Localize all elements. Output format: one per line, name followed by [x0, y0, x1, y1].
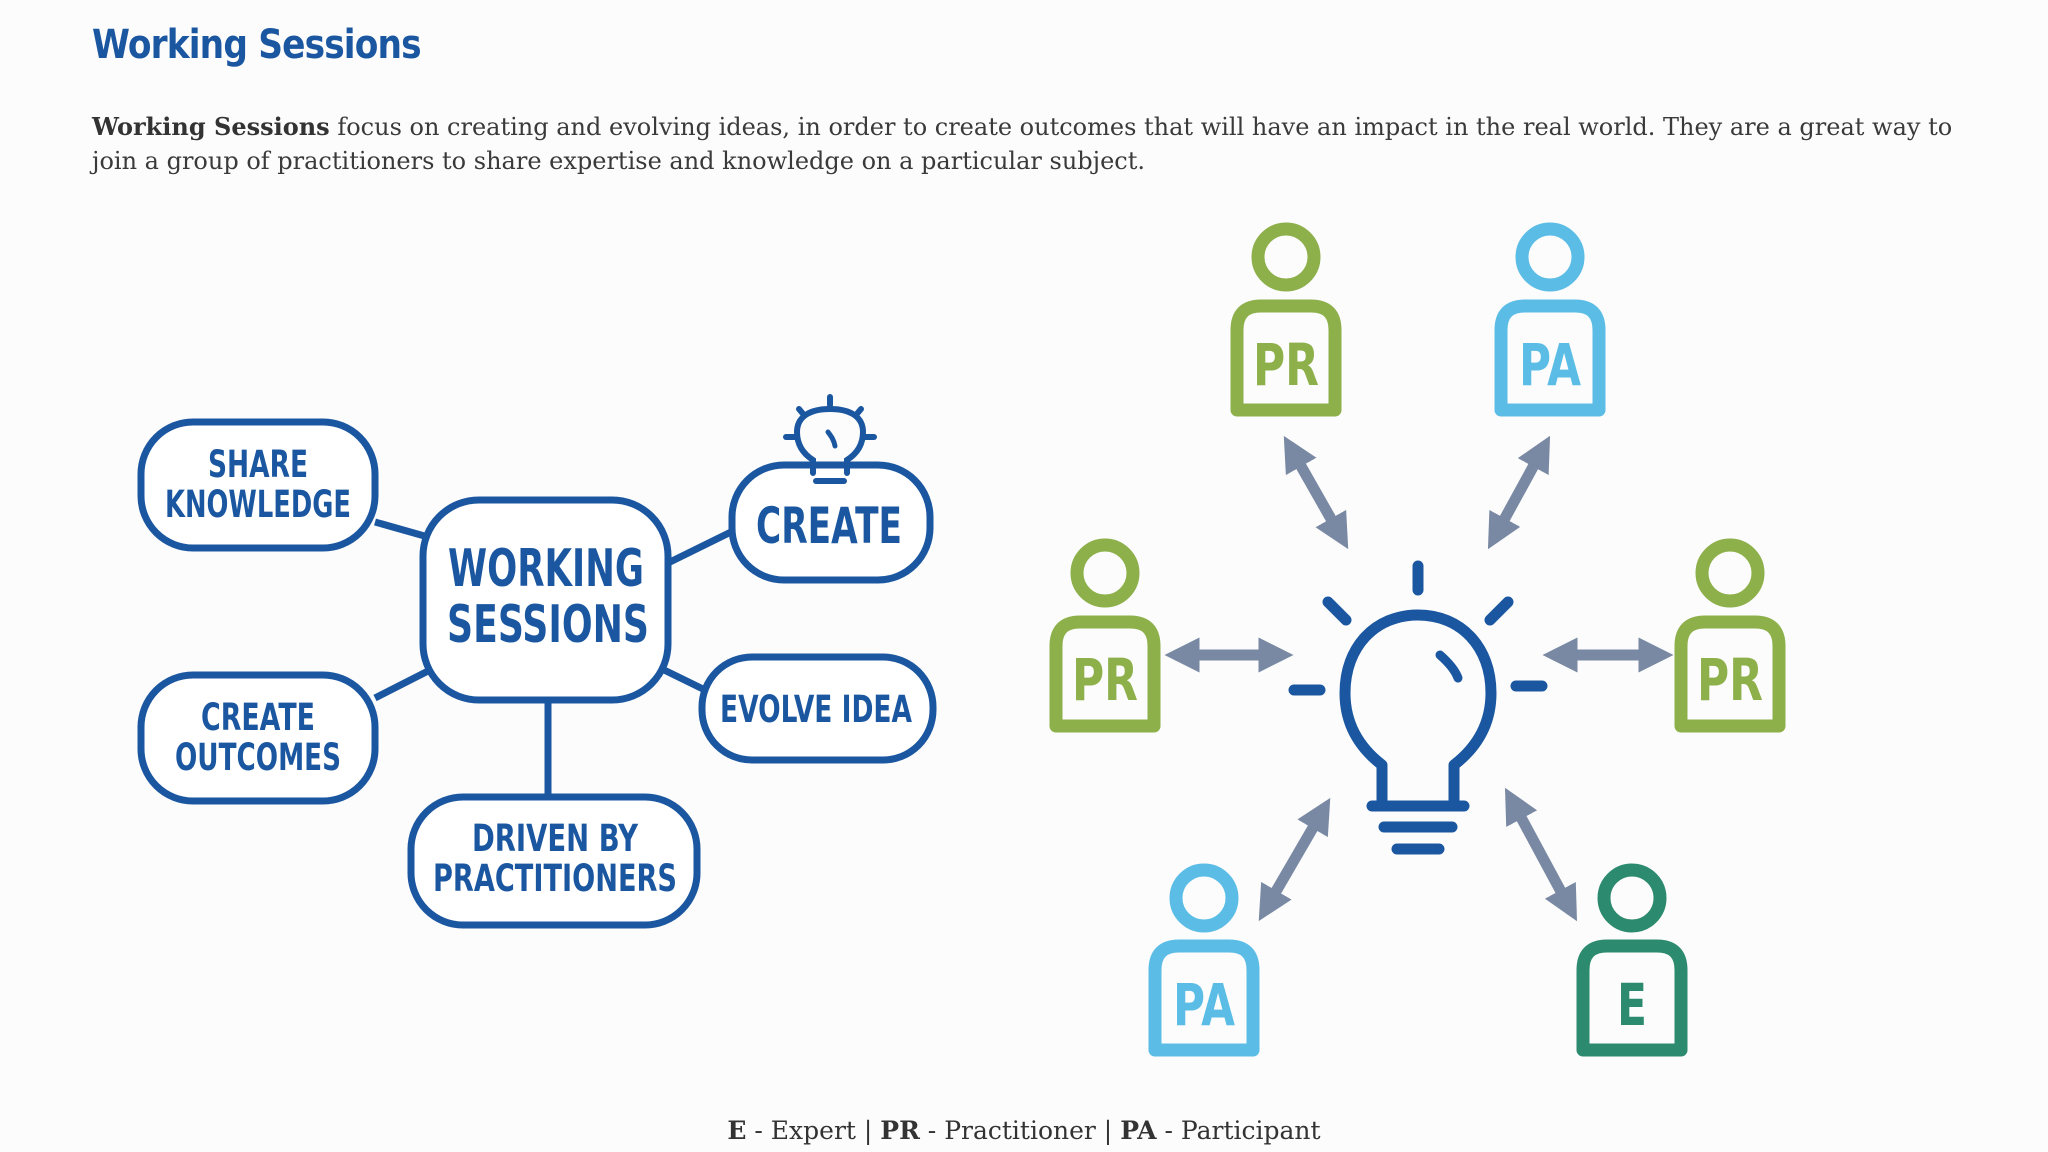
driven-by-line-2: PRACTITIONERS	[433, 857, 677, 900]
role-label-bottom-right: E	[1617, 971, 1647, 1039]
arrow-bottom-left	[1258, 797, 1331, 922]
arrow-top-right	[1487, 435, 1551, 550]
person-icon-expert: E	[1576, 863, 1688, 1057]
person-icon-practitioner-right: PR	[1674, 538, 1786, 733]
node-evolve-idea: EVOLVE IDEA	[698, 653, 937, 764]
share-knowledge-line-1: SHARE	[208, 443, 308, 486]
mind-map-center-node: WORKING SESSIONS	[419, 496, 672, 704]
evolve-idea-label: EVOLVE IDEA	[720, 688, 912, 731]
role-label-right: PR	[1697, 646, 1763, 714]
arrow-top-left	[1283, 435, 1349, 550]
center-label-line-2: SESSIONS	[447, 595, 649, 655]
driven-by-line-1: DRIVEN BY	[472, 817, 639, 860]
role-label-left: PR	[1072, 646, 1138, 714]
arrow-bottom-right	[1504, 787, 1578, 922]
person-icon-participant-top: PA	[1494, 222, 1606, 417]
mind-map-connectors	[373, 518, 737, 797]
person-icon-practitioner-top: PR	[1230, 222, 1342, 417]
connection-arrows	[1164, 435, 1674, 922]
person-icon-participant-bottom: PA	[1148, 863, 1260, 1057]
legend-practitioner-abbr: PR	[880, 1116, 920, 1145]
role-label-top-right: PA	[1519, 331, 1581, 399]
mind-map: WORKING SESSIONS SHARE KNOWLEDGE CREATE	[137, 394, 937, 929]
create-outcomes-line-1: CREATE	[201, 696, 315, 739]
collaboration-network: PR PA PR PR PA E	[1049, 222, 1786, 1057]
node-driven-by-practitioners: DRIVEN BY PRACTITIONERS	[407, 793, 701, 929]
legend-expert-abbr: E	[727, 1116, 747, 1145]
role-label-bottom-left: PA	[1173, 971, 1235, 1039]
center-label-line-1: WORKING	[448, 539, 644, 599]
legend-expert-text: - Expert |	[746, 1116, 881, 1145]
intro-text: focus on creating and evolving ideas, in…	[92, 113, 1953, 175]
role-legend: E - Expert | PR - Practitioner | PA - Pa…	[0, 1116, 2048, 1145]
intro-bold-term: Working Sessions	[92, 112, 330, 141]
share-knowledge-line-2: KNOWLEDGE	[165, 483, 351, 526]
node-create-outcomes: CREATE OUTCOMES	[137, 671, 379, 805]
create-outcomes-line-2: OUTCOMES	[175, 736, 341, 779]
node-create: CREATE	[728, 394, 934, 584]
person-icon-practitioner-left: PR	[1049, 538, 1161, 733]
legend-participant-abbr: PA	[1120, 1116, 1157, 1145]
page-title: Working Sessions	[92, 22, 422, 68]
intro-paragraph: Working Sessions focus on creating and e…	[92, 110, 1992, 178]
lightbulb-icon	[1288, 560, 1548, 855]
legend-participant-text: - Participant	[1156, 1116, 1321, 1145]
small-lightbulb-icon	[783, 394, 877, 484]
node-share-knowledge: SHARE KNOWLEDGE	[137, 418, 379, 552]
role-label-top-left: PR	[1253, 331, 1319, 399]
legend-practitioner-text: - Practitioner |	[919, 1116, 1121, 1145]
create-label: CREATE	[756, 497, 902, 555]
